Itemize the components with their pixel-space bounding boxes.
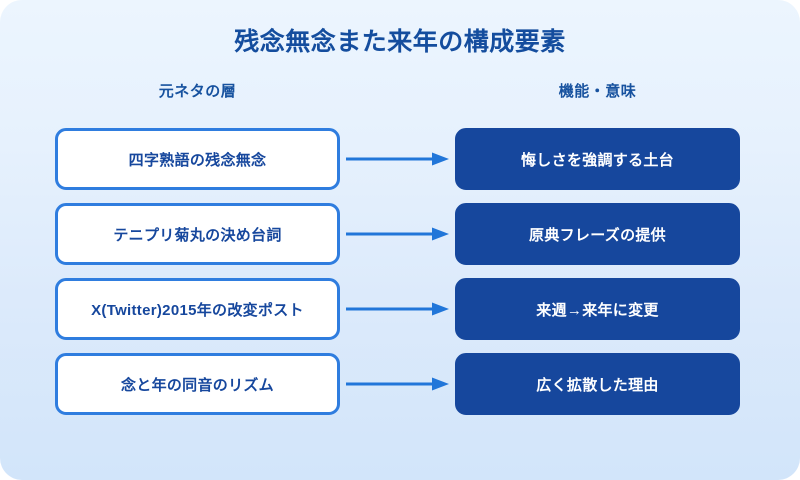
source-box[interactable]: 四字熟語の残念無念 (55, 128, 340, 190)
arrow-right-icon (346, 301, 450, 317)
source-box[interactable]: 念と年の同音のリズム (55, 353, 340, 415)
column-header-function: 機能・意味 (558, 83, 637, 100)
diagram-row: 四字熟語の残念無念 悔しさを強調する土台 (0, 128, 800, 190)
diagram-row: X(Twitter)2015年の改変ポスト 来週→来年に変更 (0, 278, 800, 340)
target-box[interactable]: 悔しさを強調する土台 (455, 128, 740, 190)
arrow-right-icon (346, 151, 450, 167)
diagram-row: 念と年の同音のリズム 広く拡散した理由 (0, 353, 800, 415)
page-title: 残念無念また来年の構成要素 (234, 28, 566, 56)
target-box[interactable]: 広く拡散した理由 (455, 353, 740, 415)
target-box[interactable]: 来週→来年に変更 (455, 278, 740, 340)
target-box[interactable]: 原典フレーズの提供 (455, 203, 740, 265)
diagram-row: テニプリ菊丸の決め台詞 原典フレーズの提供 (0, 203, 800, 265)
source-box[interactable]: X(Twitter)2015年の改変ポスト (55, 278, 340, 340)
column-header-source: 元ネタの層 (158, 83, 237, 100)
arrow-right-icon (346, 226, 450, 242)
arrow-right-icon (346, 376, 450, 392)
source-box[interactable]: テニプリ菊丸の決め台詞 (55, 203, 340, 265)
